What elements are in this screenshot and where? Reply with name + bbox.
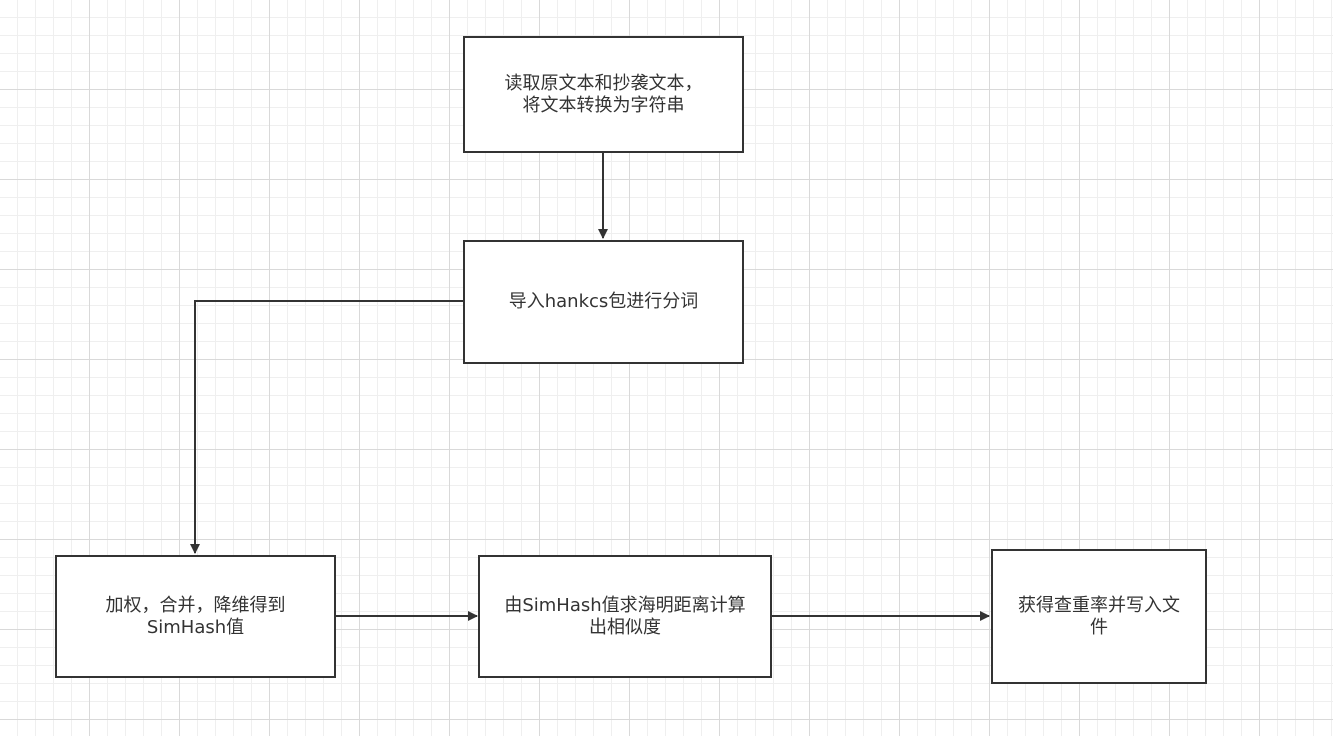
node-output[interactable]: 获得查重率并写入文件 [991, 549, 1207, 684]
node-similarity-label: 由SimHash值求海明距离计算出相似度 [504, 594, 746, 638]
node-read-text-label: 读取原文本和抄袭文本，将文本转换为字符串 [504, 72, 703, 116]
node-output-label: 获得查重率并写入文件 [1018, 594, 1180, 638]
node-segment[interactable]: 导入hankcs包进行分词 [463, 240, 744, 364]
node-segment-label: 导入hankcs包进行分词 [508, 291, 699, 312]
edge-segment-to-simhash[interactable] [190, 300, 463, 554]
node-read-text[interactable]: 读取原文本和抄袭文本，将文本转换为字符串 [463, 36, 744, 153]
node-similarity[interactable]: 由SimHash值求海明距离计算出相似度 [478, 555, 772, 678]
